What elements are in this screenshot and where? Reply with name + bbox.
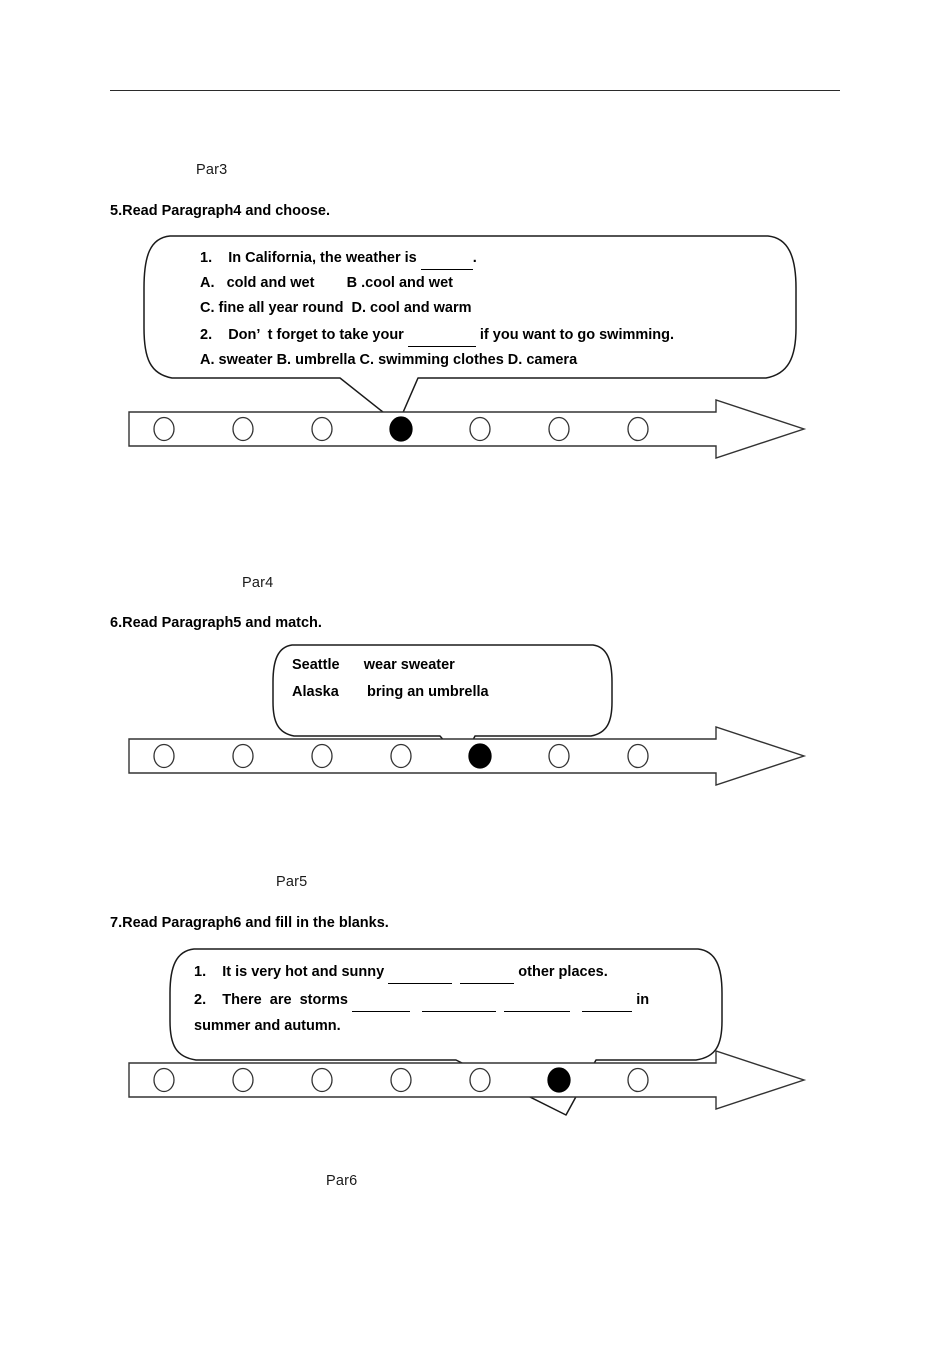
- callout-line: 2. Don’ t forget to take your if you wan…: [200, 321, 790, 348]
- callout-text-run: [570, 992, 582, 1008]
- timeline-node[interactable]: [153, 743, 175, 769]
- callout-text-run: Seattle wear sweater: [292, 657, 455, 673]
- timeline-node[interactable]: [311, 416, 333, 442]
- question-heading-6: 6.Read Paragraph5 and match.: [110, 615, 322, 631]
- question-heading-5: 5.Read Paragraph4 and choose.: [110, 203, 330, 219]
- callout-line: 1. It is very hot and sunny other places…: [194, 957, 704, 985]
- timeline-node-active[interactable]: [547, 1067, 571, 1093]
- arrow-shaft: [128, 399, 807, 459]
- callout-text-run: [496, 992, 504, 1008]
- timeline-node[interactable]: [153, 1067, 175, 1093]
- answer-blank[interactable]: [422, 985, 497, 1012]
- callout-text-run: C. fine all year round D. cool and warm: [200, 300, 472, 316]
- timeline-node[interactable]: [548, 743, 570, 769]
- answer-blank[interactable]: [420, 244, 473, 270]
- callout-line: 2. There are storms in: [194, 985, 704, 1013]
- arrow-shaft: [128, 726, 807, 786]
- callout-text-run: Alaska bring an umbrella: [292, 684, 489, 700]
- paragraph-marker-par4: Par4: [242, 575, 274, 591]
- question-heading-7: 7.Read Paragraph6 and fill in the blanks…: [110, 915, 389, 931]
- answer-blank[interactable]: [351, 985, 410, 1012]
- callout-text-run: [452, 964, 460, 980]
- paragraph-marker-par5: Par5: [276, 874, 308, 890]
- callout-line: A. cold and wet B .cool and wet: [200, 271, 790, 296]
- timeline-node[interactable]: [627, 743, 649, 769]
- callout-text-run: in: [632, 992, 650, 1008]
- timeline-arrow-q7: [128, 1050, 808, 1113]
- callout-balloon-q5: 1. In California, the weather is . A. col…: [140, 228, 800, 425]
- answer-blank[interactable]: [460, 957, 515, 984]
- timeline-arrow-q6: [128, 726, 808, 789]
- callout-line: A. sweater B. umbrella C. swimming cloth…: [200, 348, 790, 373]
- timeline-node[interactable]: [390, 1067, 412, 1093]
- callout-text-q5: 1. In California, the weather is . A. col…: [200, 244, 790, 373]
- callout-text-run: A. cold and wet B .cool and wet: [200, 275, 453, 291]
- callout-text-run: .: [472, 250, 477, 266]
- callout-text-run: A. sweater B. umbrella C. swimming cloth…: [200, 352, 578, 368]
- timeline-node-active[interactable]: [468, 743, 492, 769]
- callout-text-run: if you want to go swimming.: [475, 327, 675, 343]
- arrow-shaft: [128, 1050, 807, 1110]
- callout-text-run: summer and autumn.: [194, 1018, 341, 1034]
- timeline-node[interactable]: [232, 743, 254, 769]
- callout-balloon-q7: 1. It is very hot and sunny other places…: [166, 943, 726, 1116]
- callout-line: Alaska bring an umbrella: [292, 679, 602, 706]
- callout-line: summer and autumn.: [194, 1013, 704, 1039]
- timeline-node[interactable]: [153, 416, 175, 442]
- answer-blank[interactable]: [504, 985, 571, 1012]
- callout-line: 1. In California, the weather is .: [200, 244, 790, 271]
- timeline-node[interactable]: [627, 416, 649, 442]
- callout-text-run: 1. In California, the weather is: [200, 250, 421, 266]
- answer-blank[interactable]: [388, 957, 453, 984]
- callout-text-run: 1. It is very hot and sunny: [194, 964, 389, 980]
- timeline-node[interactable]: [548, 416, 570, 442]
- callout-text-run: 2. Don’ t forget to take your: [200, 327, 408, 343]
- paragraph-marker-par6: Par6: [326, 1173, 358, 1189]
- callout-text-run: 2. There are storms: [194, 992, 352, 1008]
- callout-line: Seattle wear sweater: [292, 652, 602, 679]
- callout-text-run: [410, 992, 422, 1008]
- header-rule: [110, 90, 840, 91]
- timeline-node[interactable]: [232, 416, 254, 442]
- timeline-arrow-q5: [128, 399, 808, 462]
- paragraph-marker-par3: Par3: [196, 162, 228, 178]
- timeline-node[interactable]: [232, 1067, 254, 1093]
- callout-line: C. fine all year round D. cool and warm: [200, 296, 790, 321]
- timeline-node[interactable]: [469, 416, 491, 442]
- timeline-node[interactable]: [469, 1067, 491, 1093]
- timeline-node[interactable]: [311, 1067, 333, 1093]
- timeline-node[interactable]: [627, 1067, 649, 1093]
- callout-shape-q5: [143, 235, 797, 425]
- callout-text-run: other places.: [514, 964, 608, 980]
- timeline-node[interactable]: [311, 743, 333, 769]
- answer-blank[interactable]: [582, 985, 633, 1012]
- timeline-node-active[interactable]: [389, 416, 413, 442]
- timeline-node[interactable]: [390, 743, 412, 769]
- callout-text-q7: 1. It is very hot and sunny other places…: [194, 957, 704, 1039]
- answer-blank[interactable]: [407, 321, 476, 347]
